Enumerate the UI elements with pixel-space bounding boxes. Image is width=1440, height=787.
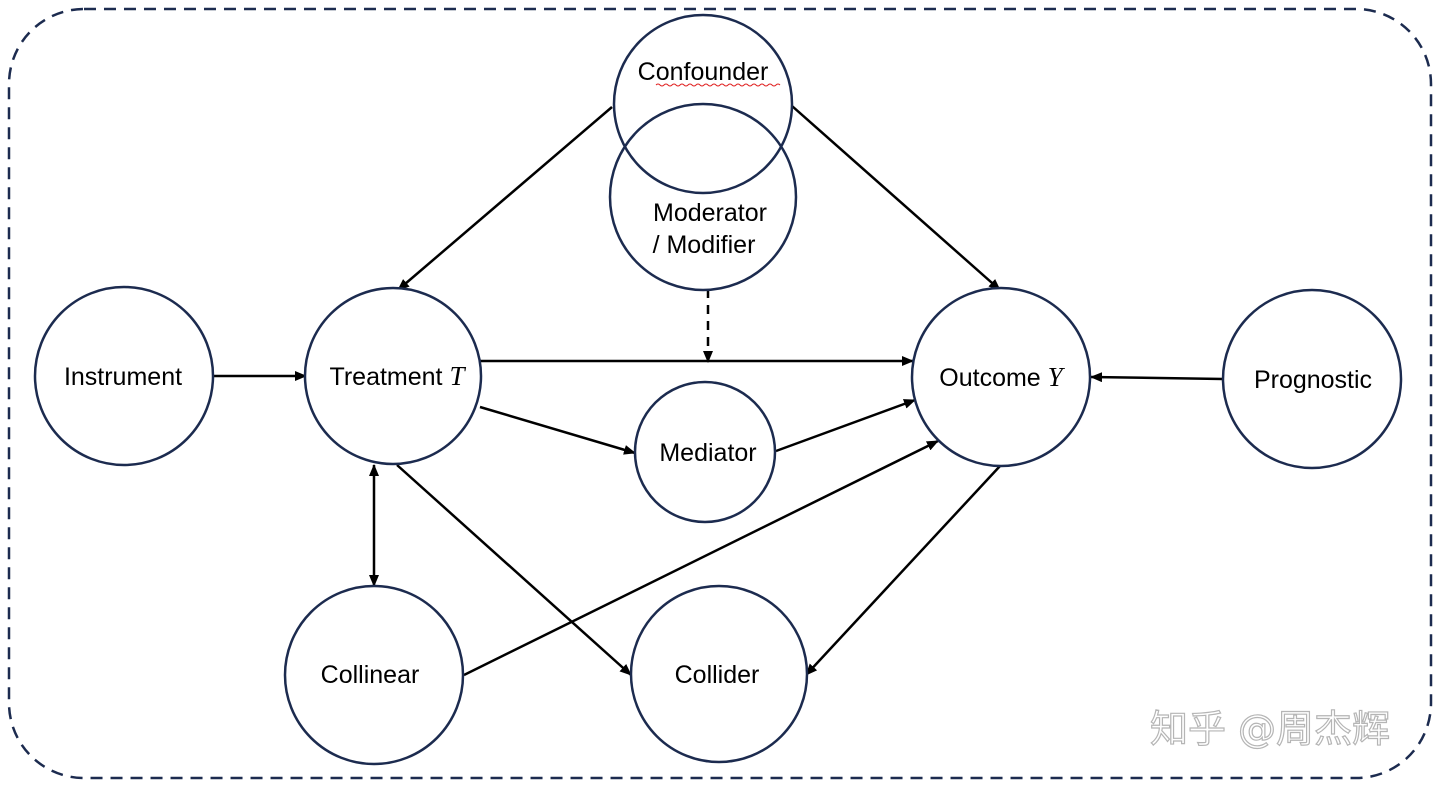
- node-instrument: [33, 285, 215, 467]
- label-moderator-line1: Moderator: [653, 199, 767, 227]
- edge-treatment-collider: [396, 464, 632, 676]
- label-prognostic: Prognostic: [1254, 366, 1372, 394]
- label-collinear: Collinear: [321, 661, 420, 689]
- label-confounder: Confounder: [638, 58, 769, 86]
- edge-outcome-collider: [805, 465, 1001, 676]
- spellcheck-underline: [655, 83, 781, 87]
- node-collinear: [283, 584, 465, 766]
- node-treatment: [303, 286, 483, 466]
- label-treatment: Treatment T: [330, 361, 467, 391]
- label-treatment-text: Treatment: [330, 363, 443, 391]
- edge-treatment-mediator: [479, 405, 636, 455]
- label-moderator-line2: / Modifier: [653, 231, 756, 259]
- edge-mediator-outcome: [775, 398, 916, 453]
- label-outcome-text: Outcome: [939, 364, 1040, 392]
- node-outcome: [910, 286, 1092, 468]
- node-confounder: [612, 13, 794, 195]
- label-mediator: Mediator: [659, 439, 756, 467]
- label-outcome-symbol: Y: [1048, 362, 1066, 392]
- node-prognostic: [1221, 288, 1403, 470]
- label-instrument: Instrument: [64, 363, 182, 391]
- dashed-frame: [7, 7, 1433, 780]
- edge-confounder-treatment: [397, 106, 613, 291]
- label-outcome: Outcome Y: [939, 362, 1065, 392]
- watermark: 知乎 @周杰辉: [1150, 707, 1390, 751]
- node-mediator: [633, 380, 777, 524]
- node-collider: [629, 584, 809, 764]
- node-moderator: [608, 102, 798, 292]
- label-collider: Collider: [675, 661, 760, 689]
- edge-prognostic-outcome: [1090, 372, 1224, 383]
- edge-confounder-outcome: [791, 105, 1001, 291]
- label-treatment-symbol: T: [449, 361, 466, 391]
- edge-collinear-outcome: [463, 439, 939, 677]
